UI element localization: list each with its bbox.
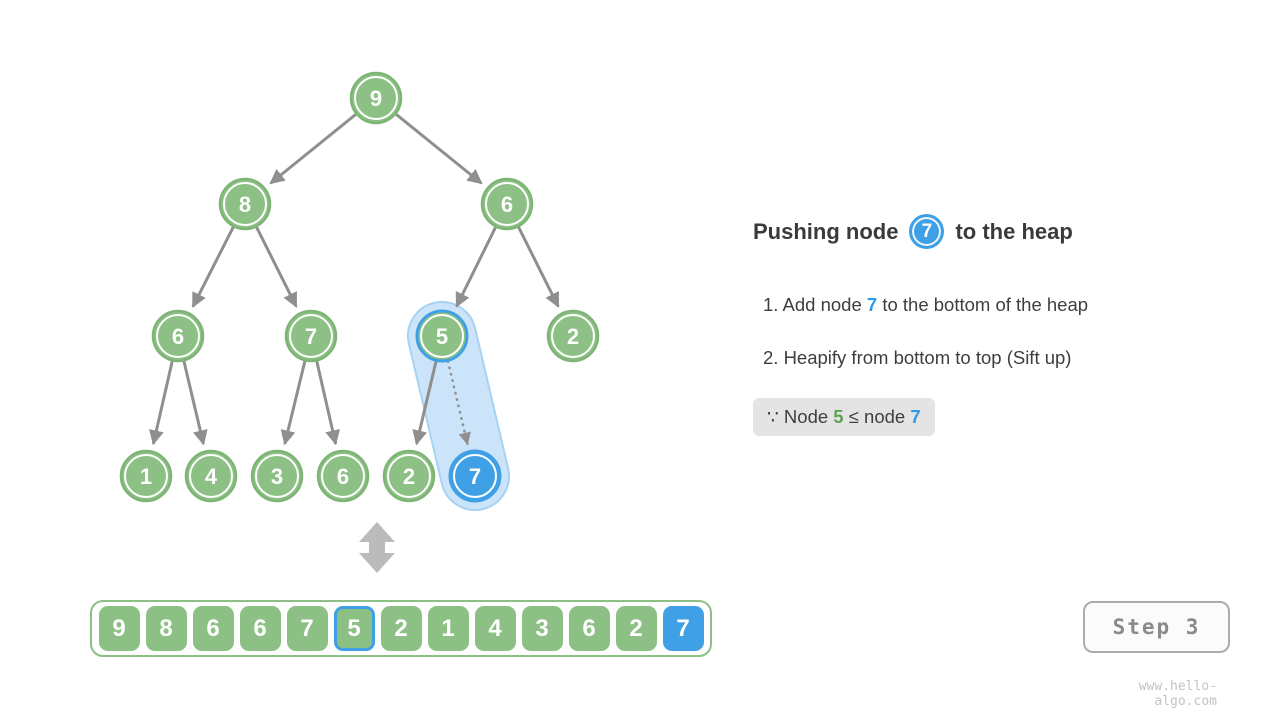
note-text-1: Node	[778, 406, 834, 427]
array-cell-5: 5	[333, 606, 375, 651]
tree-node-value: 6	[172, 324, 184, 349]
tree-edge-arrow	[412, 360, 438, 446]
tree-node-4: 4	[184, 449, 238, 503]
tree-node-value: 5	[436, 324, 448, 349]
instruction-step-2: 2. Heapify from bottom to top (Sift up)	[763, 347, 1071, 369]
tree-node-5: 5	[415, 309, 469, 363]
tree-node-9: 9	[349, 71, 403, 125]
array-cell-7: 7	[662, 606, 704, 651]
tree-edge-arrow	[315, 361, 340, 446]
tree-node-value: 6	[337, 464, 349, 489]
sift-up-dotted-arrow	[446, 360, 471, 446]
tree-node-value: 9	[370, 86, 382, 111]
tree-node-6: 6	[151, 309, 205, 363]
heap-tree-canvas: 9 8 6 6 7 5 2 1 4 3 6 2 7	[119, 71, 600, 511]
title-suffix: to the heap	[955, 218, 1073, 244]
step1-text-after: to the bottom of the heap	[877, 294, 1089, 315]
tree-node-value: 6	[501, 192, 513, 217]
tree-node-3: 3	[250, 449, 304, 503]
tree-node-1: 1	[119, 449, 173, 503]
array-cell-4: 4	[474, 606, 516, 651]
array-cell-2: 2	[380, 606, 422, 651]
watermark-url: www.hello-algo.com	[1138, 679, 1217, 709]
tree-edge-arrow	[191, 226, 235, 308]
tree-node-8: 8	[218, 177, 272, 231]
tree-edge-arrow	[149, 361, 174, 446]
tree-edge-arrow	[182, 360, 208, 446]
tree-node-7: 7	[284, 309, 338, 363]
instruction-step-1: 1. Add node 7 to the bottom of the heap	[763, 294, 1088, 316]
tree-node-value: 4	[205, 464, 218, 489]
step2-text: 2. Heapify from bottom to top (Sift up)	[763, 347, 1072, 368]
array-cell-6: 6	[192, 606, 234, 651]
array-cell-6: 6	[239, 606, 281, 651]
tree-edge-arrow	[455, 226, 497, 308]
tree-edge-arrow	[280, 360, 307, 446]
title-prefix: Pushing node	[753, 218, 899, 244]
array-cell-9: 9	[98, 606, 140, 651]
tree-node-value: 2	[567, 324, 579, 349]
tree-node-2: 2	[382, 449, 436, 503]
tree-array-equivalence-icon	[359, 522, 395, 573]
tree-edge-arrow	[255, 226, 298, 308]
array-cell-2: 2	[615, 606, 657, 651]
tree-node-value: 8	[239, 192, 251, 217]
tree-edge-arrow	[517, 226, 560, 308]
note-text-2: ≤ node	[843, 406, 911, 427]
tree-node-value: 1	[140, 464, 152, 489]
array-cell-6: 6	[568, 606, 610, 651]
tree-node-value: 7	[469, 464, 481, 489]
array-cell-7: 7	[286, 606, 328, 651]
tree-edge-arrow	[269, 113, 357, 185]
tree-edge-arrow	[395, 113, 483, 185]
tree-node-value: 7	[305, 324, 317, 349]
panel-title: Pushing node 7 to the heap	[753, 214, 1073, 249]
step-indicator: Step 3	[1083, 601, 1230, 653]
note-blue-value: 7	[910, 406, 921, 427]
tree-node-value: 2	[403, 464, 415, 489]
pushed-node-badge: 7	[909, 214, 945, 249]
tree-node-value: 3	[271, 464, 283, 489]
comparison-note: ∵ Node 5 ≤ node 7	[753, 398, 935, 436]
step1-text-before: 1. Add node	[763, 294, 867, 315]
array-cell-3: 3	[521, 606, 563, 651]
array-cell-1: 1	[427, 606, 469, 651]
step1-node-value: 7	[866, 294, 878, 315]
because-symbol: ∵	[767, 406, 779, 427]
tree-node-2: 2	[546, 309, 600, 363]
note-green-value: 5	[833, 406, 844, 427]
tree-node-7: 7	[448, 449, 502, 503]
tree-node-6: 6	[316, 449, 370, 503]
up-down-arrow-icon	[359, 522, 395, 573]
tree-node-6: 6	[480, 177, 534, 231]
array-cell-8: 8	[145, 606, 187, 651]
